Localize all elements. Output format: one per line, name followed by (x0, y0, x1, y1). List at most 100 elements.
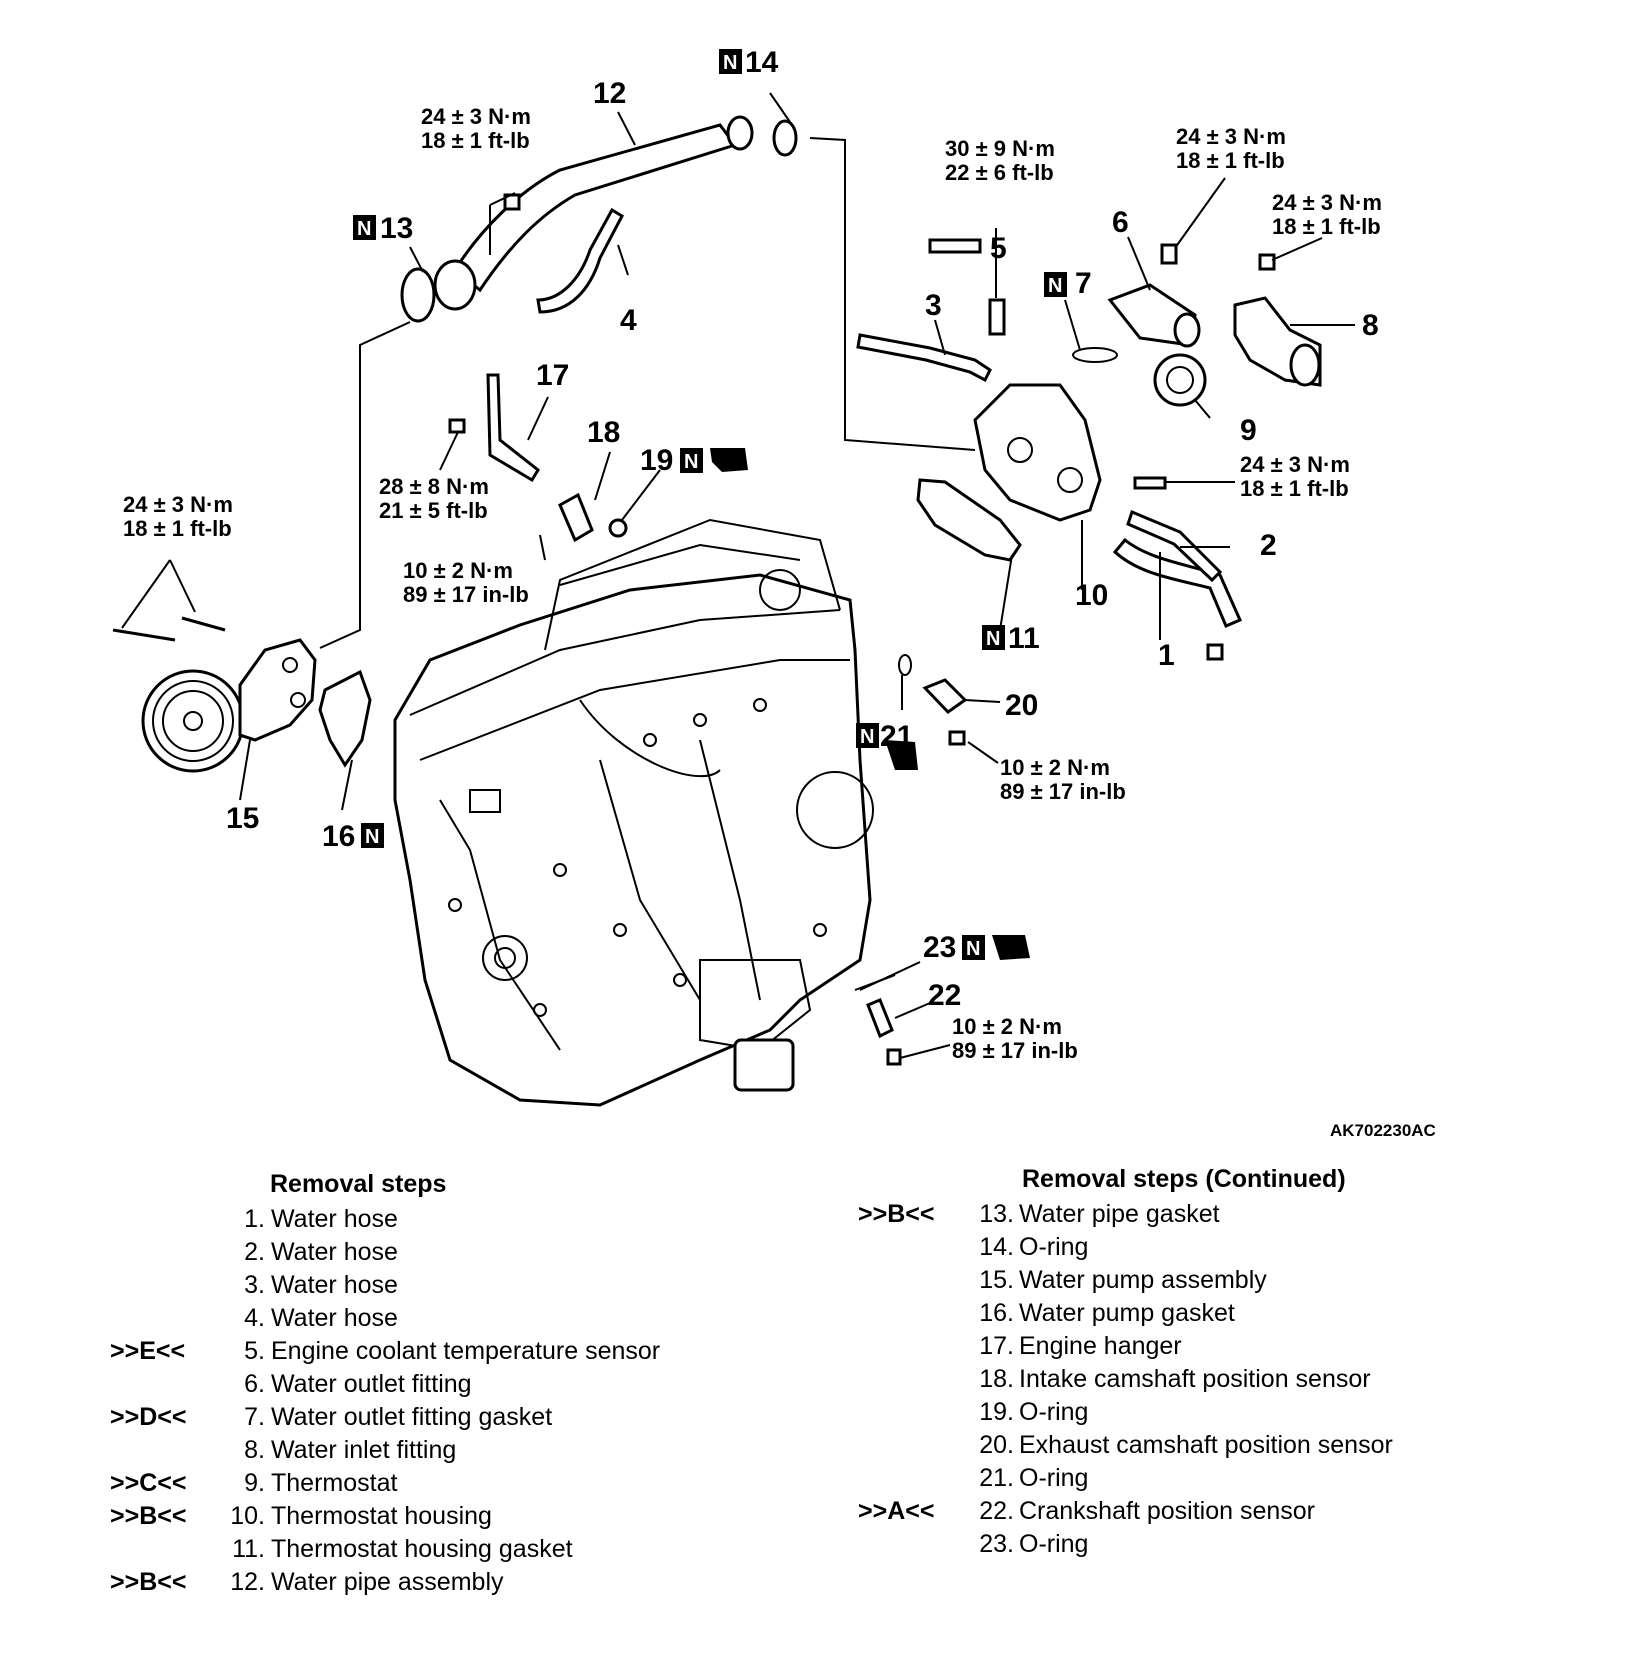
callout-2: 2 (1260, 529, 1277, 562)
callout-12: 12 (593, 77, 626, 110)
intake-camshaft-position-sensor-illustration (558, 492, 594, 543)
step-number: 7. (244, 1403, 265, 1431)
step-number: 18. (979, 1365, 1014, 1393)
n-marker-7: N (1044, 272, 1067, 297)
removal-step-row: >>B<<10.Thermostat housing (110, 1500, 810, 1533)
o-ring-21-illustration (898, 654, 912, 676)
callout-1: 1 (1158, 639, 1175, 672)
step-label: Thermostat housing gasket (271, 1535, 573, 1563)
step-number: 13. (979, 1200, 1014, 1228)
removal-step-row: 11.Thermostat housing gasket (110, 1533, 810, 1566)
step-procedure-tag: >>B<< (110, 1568, 187, 1596)
step-number: 1. (244, 1205, 265, 1233)
removal-step-row: >>D<< 7.Water outlet fitting gasket (110, 1401, 810, 1434)
callout-5: 5 (990, 232, 1007, 265)
step-label: Water pipe assembly (271, 1568, 504, 1596)
leader-lines (121, 92, 1355, 1059)
step-procedure-tag: >>B<< (110, 1502, 187, 1530)
svg-text:N: N (986, 628, 1000, 650)
callout-6: 6 (1112, 206, 1129, 239)
callout-19: 19 (640, 444, 673, 477)
replace-part-markers: N N N N N N N N (353, 49, 1067, 960)
o-ring-19-illustration (608, 518, 628, 538)
removal-step-row: 16.Water pump gasket (858, 1297, 1598, 1330)
step-label: Thermostat (271, 1469, 398, 1497)
n-marker-14: N (719, 49, 742, 74)
step-label: O-ring (1019, 1464, 1089, 1492)
step-number: 22. (979, 1497, 1014, 1525)
thermostat-illustration (1153, 353, 1207, 407)
callout-8: 8 (1362, 309, 1379, 342)
n-marker-23: N (962, 935, 985, 960)
thermostat-housing-gasket-illustration (916, 478, 1022, 562)
svg-text:N: N (860, 726, 874, 748)
step-number: 2. (244, 1238, 265, 1266)
step-procedure-tag: >>D<< (110, 1403, 187, 1431)
svg-text:N: N (357, 218, 371, 240)
callout-16: 16 (322, 820, 355, 853)
svg-text:N: N (684, 451, 698, 473)
torque-outlet-fitting-nm: 24 ± 3 N·m (1176, 124, 1286, 149)
water-outlet-fitting-gasket-illustration (1072, 347, 1118, 363)
removal-step-row: 4.Water hose (110, 1302, 810, 1335)
svg-text:N: N (966, 938, 980, 960)
step-number: 19. (979, 1398, 1014, 1426)
thermostat-housing-illustration (973, 383, 1102, 522)
n-marker-19: N (680, 448, 703, 473)
callout-22: 22 (928, 979, 961, 1012)
engine-hanger-illustration (486, 373, 540, 483)
callout-7: 7 (1075, 267, 1092, 300)
step-number: 4. (244, 1304, 265, 1332)
n-marker-13: N (353, 215, 376, 240)
step-label: Water pump assembly (1019, 1266, 1267, 1294)
oil-can-icon (992, 935, 1030, 960)
step-number: 17. (979, 1332, 1014, 1360)
step-number: 6. (244, 1370, 265, 1398)
removal-step-row: 8.Water inlet fitting (110, 1434, 810, 1467)
removal-step-row: >>C<<9.Thermostat (110, 1467, 810, 1500)
torque-water-pump-ftlb: 18 ± 1 ft-lb (123, 516, 232, 541)
callout-20: 20 (1005, 689, 1038, 722)
removal-steps-heading: Removal steps (270, 1170, 447, 1198)
torque-water-pipe-nm: 24 ± 3 N·m (421, 104, 531, 129)
oil-can-icon (710, 448, 748, 472)
torque-inlet-fitting-ftlb: 18 ± 1 ft-lb (1272, 214, 1381, 239)
exploded-view-diagram: 1 2 3 4 5 6 7 8 9 10 11 12 13 14 15 16 1… (112, 46, 1436, 1140)
callout-14: 14 (745, 46, 779, 79)
water-hose-4-illustration (536, 207, 624, 314)
torque-inlet-fitting-nm: 24 ± 3 N·m (1272, 190, 1382, 215)
step-label: Water outlet fitting (271, 1370, 472, 1398)
step-number: 16. (979, 1299, 1014, 1327)
torque-thermostat-housing-nm: 24 ± 3 N·m (1240, 452, 1350, 477)
step-number: 14. (979, 1233, 1014, 1261)
torque-crank-sensor-inlb: 89 ± 17 in-lb (952, 1038, 1078, 1063)
step-label: Water inlet fitting (271, 1436, 457, 1464)
removal-step-row: 2.Water hose (110, 1236, 810, 1269)
step-number: 15. (979, 1266, 1014, 1294)
n-marker-21: N (856, 723, 879, 748)
step-label: O-ring (1019, 1530, 1089, 1558)
step-label: Crankshaft position sensor (1019, 1497, 1315, 1525)
n-marker-11: N (982, 625, 1005, 650)
step-number: 3. (244, 1271, 265, 1299)
removal-step-row: >>B<<13.Water pipe gasket (858, 1198, 1598, 1231)
step-label: O-ring (1019, 1398, 1089, 1426)
torque-exhaust-cam-sensor-nm: 10 ± 2 N·m (1000, 755, 1110, 780)
water-hose-2-illustration (1126, 509, 1223, 583)
callout-4: 4 (620, 304, 637, 337)
removal-step-row: 14.O-ring (858, 1231, 1598, 1264)
step-number: 9. (244, 1469, 265, 1497)
callout-15: 15 (226, 802, 259, 835)
removal-steps-continued-heading: Removal steps (Continued) (1022, 1165, 1346, 1193)
torque-exhaust-cam-sensor-inlb: 89 ± 17 in-lb (1000, 779, 1126, 804)
torque-water-pump-nm: 24 ± 3 N·m (123, 492, 233, 517)
step-label: Engine coolant temperature sensor (271, 1337, 661, 1365)
removal-step-row: 15.Water pump assembly (858, 1264, 1598, 1297)
torque-coolant-sensor-ftlb: 22 ± 6 ft-lb (945, 160, 1054, 185)
callout-11: 11 (1008, 622, 1040, 655)
water-hose-1-illustration (1112, 537, 1242, 628)
step-label: Water outlet fitting gasket (271, 1403, 553, 1431)
svg-text:N: N (1048, 275, 1062, 297)
step-number: 5. (244, 1337, 265, 1365)
